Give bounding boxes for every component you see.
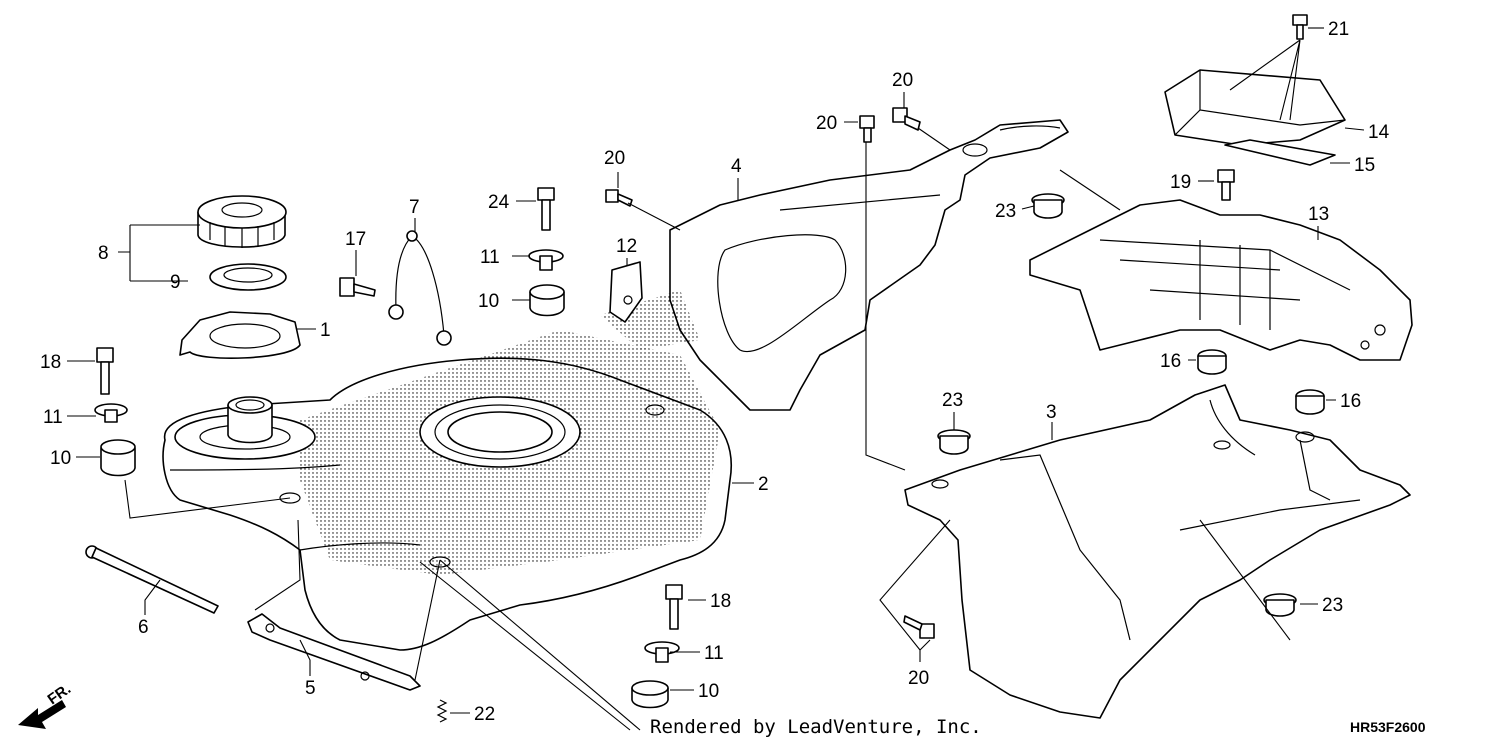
rubber-mount-10-left[interactable] — [100, 439, 136, 477]
screw-19[interactable] — [1217, 169, 1235, 201]
collar-11-center[interactable] — [528, 249, 564, 271]
callout-20-top-b: 20 — [892, 70, 913, 91]
grommet-16-left[interactable] — [1197, 349, 1227, 375]
diagram-code: HR53F2600 — [1350, 719, 1426, 735]
collar-11-lower[interactable] — [644, 641, 680, 663]
callout-16-left: 16 — [1160, 351, 1181, 372]
ecu-module[interactable] — [1164, 69, 1346, 146]
filler-ring-retainer[interactable] — [179, 311, 301, 359]
callout-2: 2 — [758, 474, 769, 495]
callout-3: 3 — [1046, 402, 1057, 423]
collar-11-left[interactable] — [94, 403, 128, 423]
callout-21: 21 — [1328, 19, 1349, 40]
rubber-mount-10-lower[interactable] — [631, 680, 669, 709]
front-arrow-icon — [18, 700, 66, 729]
ecu-pad[interactable] — [1224, 139, 1336, 166]
callout-13: 13 — [1308, 204, 1329, 225]
callout-18-left: 18 — [40, 352, 61, 373]
bolt-24[interactable] — [537, 187, 555, 231]
lower-cover[interactable] — [904, 384, 1411, 719]
callout-18-lower: 18 — [710, 591, 731, 612]
callout-20-lower: 20 — [908, 668, 929, 689]
bolt-20-top-a[interactable] — [859, 115, 875, 143]
filler-cap[interactable] — [197, 195, 287, 248]
callout-20-top-a: 20 — [816, 113, 837, 134]
callout-5: 5 — [305, 678, 316, 699]
bolt-17[interactable] — [339, 277, 376, 297]
direction-label: FR. — [45, 680, 75, 708]
callout-8: 8 — [98, 243, 109, 264]
callout-12: 12 — [616, 236, 637, 257]
callout-6: 6 — [138, 617, 149, 638]
fuel-tank[interactable] — [162, 330, 732, 651]
grommet-23-middle[interactable] — [937, 429, 971, 455]
grommet-23-right[interactable] — [1263, 593, 1297, 617]
callout-15: 15 — [1354, 155, 1375, 176]
callout-23-top: 23 — [995, 201, 1016, 222]
bolt-18-lower[interactable] — [665, 584, 683, 630]
grommet-16-right[interactable] — [1295, 389, 1325, 415]
callout-7: 7 — [409, 197, 420, 218]
callout-9: 9 — [170, 272, 181, 293]
callout-4: 4 — [731, 156, 742, 177]
callout-labels: 1 2 3 4 5 6 7 8 9 10 10 10 11 11 11 12 1… — [40, 19, 1390, 725]
clip-22[interactable] — [436, 699, 448, 723]
callout-17: 17 — [345, 229, 366, 250]
callout-20-left: 20 — [604, 148, 625, 169]
callout-11-center: 11 — [480, 247, 500, 268]
mounting-rod[interactable] — [85, 545, 219, 614]
rubber-mount-10-center[interactable] — [529, 284, 565, 317]
direction-indicator: FR. — [18, 680, 74, 729]
grommet-23-top[interactable] — [1031, 193, 1065, 219]
ecu-tray[interactable] — [1029, 199, 1413, 361]
tank-band[interactable] — [247, 613, 421, 691]
callout-16-right: 16 — [1340, 391, 1361, 412]
callout-10-left: 10 — [50, 448, 71, 469]
callout-23-middle: 23 — [942, 390, 963, 411]
callout-24: 24 — [488, 192, 510, 213]
cap-gasket[interactable] — [209, 263, 287, 291]
bolt-18-left[interactable] — [96, 347, 114, 395]
callout-11-lower: 11 — [704, 643, 724, 664]
callout-19: 19 — [1170, 172, 1191, 193]
credit-text: Rendered by LeadVenture, Inc. — [650, 716, 982, 738]
screw-21[interactable] — [1292, 14, 1308, 40]
callout-14: 14 — [1368, 122, 1390, 143]
callout-23-right: 23 — [1322, 595, 1343, 616]
bolt-20-lower[interactable] — [903, 615, 935, 639]
callout-1: 1 — [320, 320, 331, 341]
callout-10-lower: 10 — [698, 681, 719, 702]
bracket-12[interactable] — [609, 261, 643, 323]
bolt-20-top-b[interactable] — [892, 107, 921, 131]
callout-11-left: 11 — [43, 407, 63, 428]
callout-10-center: 10 — [478, 291, 499, 312]
callout-22: 22 — [474, 704, 495, 725]
level-sensor-wire[interactable] — [388, 230, 452, 346]
frame-guard[interactable] — [600, 119, 1069, 411]
leader-lines — [67, 27, 1365, 731]
